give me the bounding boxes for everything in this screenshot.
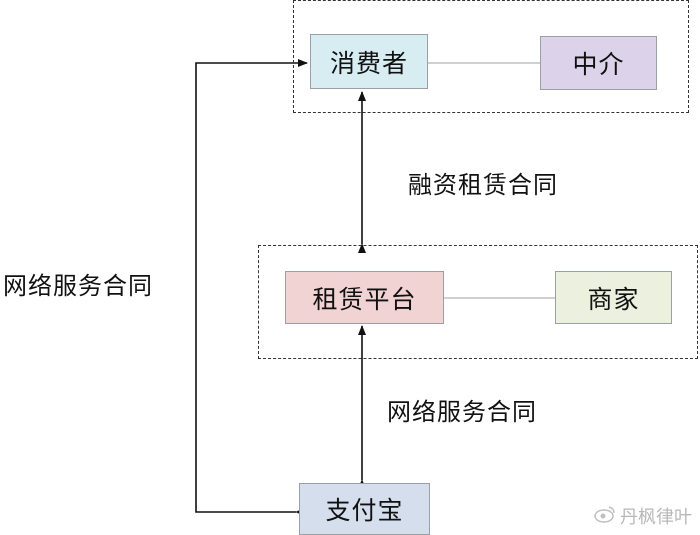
platform-group-box [258, 245, 698, 359]
network-service-arrow-left [195, 59, 308, 516]
watermark: 丹枫律叶 [594, 503, 692, 529]
agent-node: 中介 [540, 36, 657, 90]
network-service-contract-right-label: 网络服务合同 [387, 398, 537, 426]
watermark-text: 丹枫律叶 [620, 507, 692, 528]
leasing-platform-node: 租赁平台 [285, 271, 444, 324]
financing-lease-contract-label: 融资租赁合同 [408, 171, 558, 199]
network-service-contract-left-label: 网络服务合同 [3, 272, 153, 300]
consumer-group-box [293, 0, 689, 113]
alipay-node: 支付宝 [299, 483, 430, 535]
weibo-icon [594, 505, 616, 528]
merchant-node: 商家 [555, 271, 672, 324]
consumer-node: 消费者 [310, 34, 428, 89]
